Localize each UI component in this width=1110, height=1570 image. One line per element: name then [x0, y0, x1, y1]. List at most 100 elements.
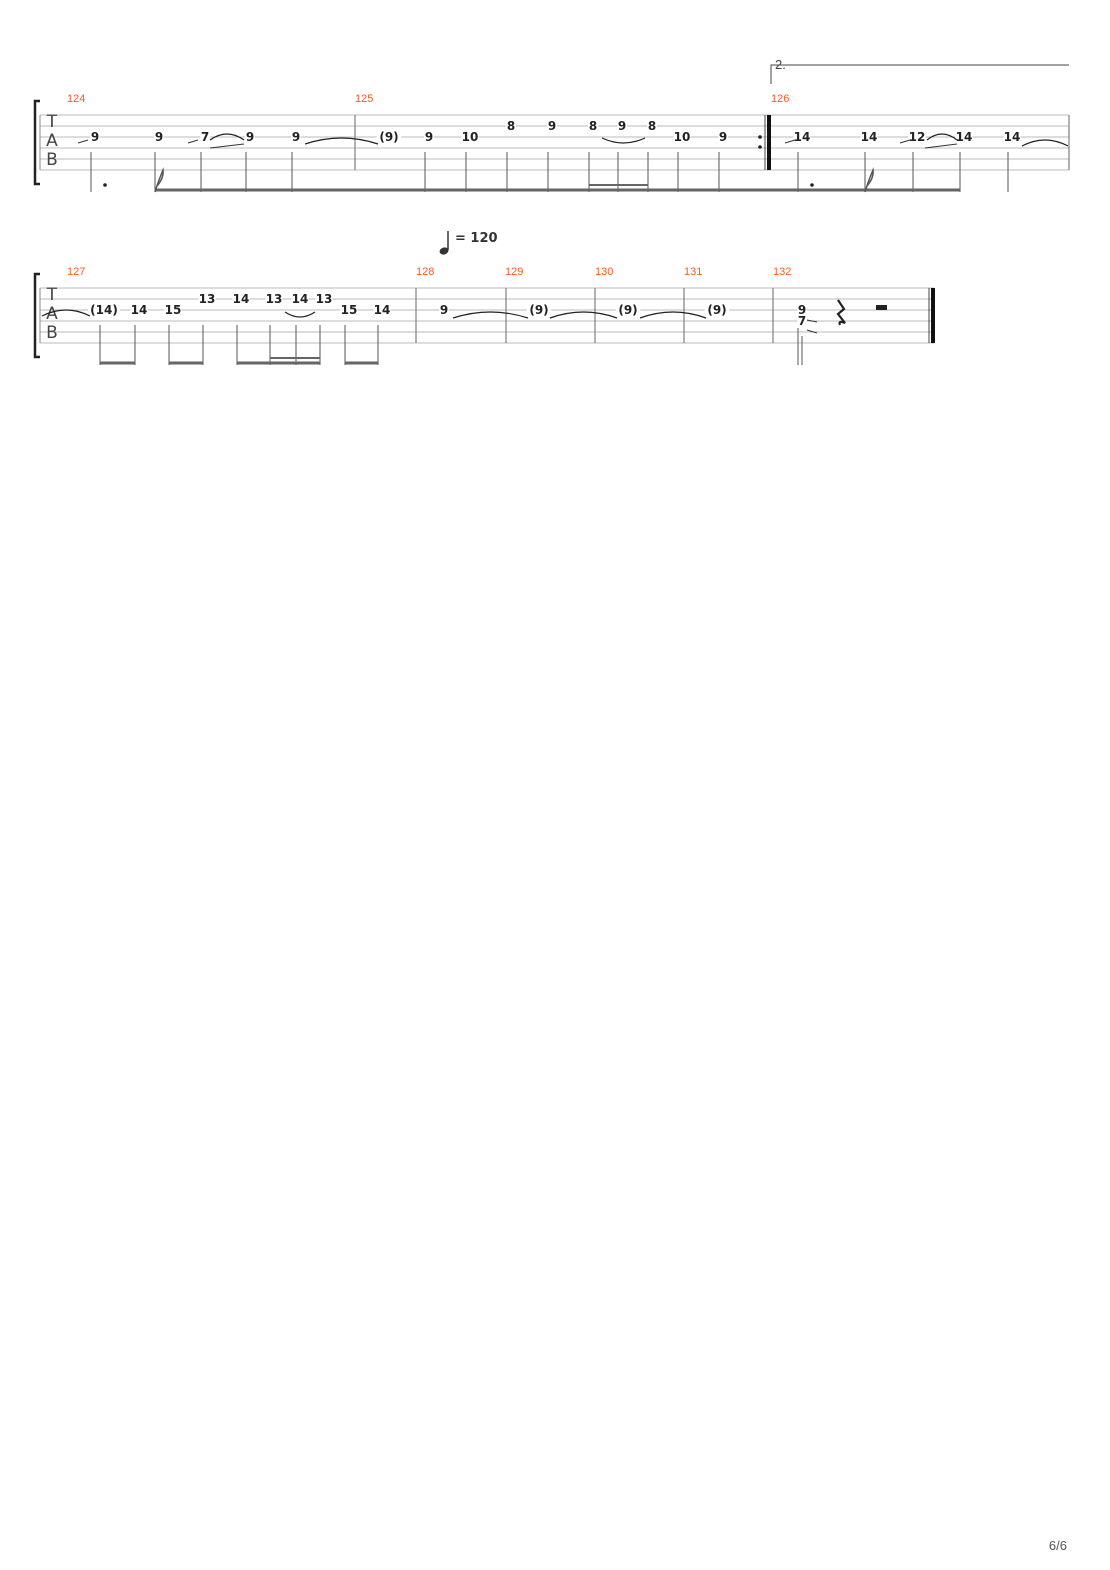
- slur-curve: [209, 133, 245, 141]
- eighth-flag: [864, 167, 874, 193]
- fret-mask: [90, 132, 100, 144]
- fret-mask: [154, 132, 164, 144]
- fret-number: 9: [292, 130, 300, 144]
- fret-number: 9: [440, 303, 448, 317]
- fret-number: 14: [131, 303, 148, 317]
- tab-clef-letter: B: [46, 323, 58, 343]
- tempo-text: = 120: [455, 231, 498, 246]
- volta-bracket: [770, 64, 1069, 84]
- repeat-dot: [758, 145, 762, 149]
- fret-mask: [88, 305, 120, 317]
- fret-number: 9: [798, 303, 806, 317]
- fret-mask: [424, 132, 434, 144]
- slide-out: [806, 329, 818, 334]
- fret-number: (9): [618, 303, 637, 317]
- bar-number: 128: [416, 266, 434, 278]
- fret-mask: [647, 121, 657, 133]
- tab-clef-letter: T: [46, 285, 58, 305]
- fret-mask: [291, 132, 301, 144]
- fret-mask: [376, 132, 402, 144]
- fret-mask: [373, 305, 391, 317]
- slide-line: [209, 143, 245, 149]
- fret-mask: [200, 132, 210, 144]
- slur-curve: [284, 311, 316, 318]
- fret-number: (9): [529, 303, 548, 317]
- fret-mask: [164, 305, 182, 317]
- fret-number: (9): [707, 303, 726, 317]
- tie-curve: [41, 309, 91, 317]
- fret-number: 9: [246, 130, 254, 144]
- half-rest-icon: [876, 305, 887, 310]
- volta-label: 2.: [775, 57, 786, 72]
- fret-number: 9: [155, 130, 163, 144]
- fret-number: 14: [374, 303, 391, 317]
- fret-number: 14: [1004, 130, 1021, 144]
- fret-mask: [588, 121, 598, 133]
- bar-number: 127: [67, 266, 85, 278]
- fret-mask: [340, 305, 358, 317]
- fret-number: 7: [201, 130, 209, 144]
- eighth-flag: [154, 167, 164, 193]
- fret-mask: [461, 132, 479, 144]
- fret-mask: [439, 305, 449, 317]
- fret-mask: [673, 132, 691, 144]
- fret-number: 9: [618, 119, 626, 133]
- fret-mask: [797, 305, 807, 317]
- tab-clef-letter: T: [46, 112, 58, 132]
- fret-mask: [232, 294, 250, 306]
- fret-number: 10: [674, 130, 691, 144]
- fret-mask: [860, 132, 878, 144]
- slide-mark: [187, 139, 199, 144]
- tie-curve: [549, 311, 618, 319]
- fret-mask: [547, 121, 557, 133]
- fret-mask: [506, 121, 516, 133]
- bar-number: 124: [67, 93, 85, 105]
- fret-number: 9: [719, 130, 727, 144]
- fret-number: 7: [798, 314, 806, 328]
- fret-number: 14: [861, 130, 878, 144]
- slide-line: [924, 143, 958, 149]
- page-number: 6/6: [1048, 1538, 1067, 1553]
- fret-mask: [198, 294, 216, 306]
- fret-mask: [1003, 132, 1021, 144]
- bar-number: 130: [595, 266, 613, 278]
- bar-number: 131: [684, 266, 702, 278]
- tie-curve: [1021, 139, 1069, 147]
- fret-number: 8: [507, 119, 515, 133]
- repeat-dot: [758, 135, 762, 139]
- fret-number: (9): [379, 130, 398, 144]
- bar-number: 129: [505, 266, 523, 278]
- rhythm-dot: [810, 183, 814, 187]
- slur-curve: [926, 133, 958, 141]
- fret-number: 15: [165, 303, 182, 317]
- tab-clef-letter: B: [46, 150, 58, 170]
- fret-mask: [704, 305, 730, 317]
- fret-number: 13: [199, 292, 216, 306]
- slide-mark: [77, 139, 89, 144]
- fret-mask: [797, 316, 807, 328]
- fret-mask: [617, 121, 627, 133]
- fret-number: 13: [316, 292, 333, 306]
- system-bracket: [33, 99, 40, 186]
- fret-number: 14: [794, 130, 811, 144]
- fret-number: 10: [462, 130, 479, 144]
- slide-mark: [784, 139, 796, 144]
- bar-number: 126: [771, 93, 789, 105]
- tie-curve: [452, 311, 529, 319]
- tie-curve: [304, 137, 379, 145]
- slide-out: [806, 319, 818, 323]
- quarter-rest-icon: [836, 299, 846, 326]
- fret-mask: [615, 305, 641, 317]
- fret-mask: [265, 294, 283, 306]
- fret-number: 9: [548, 119, 556, 133]
- fret-mask: [955, 132, 973, 144]
- fret-number: 13: [266, 292, 283, 306]
- fret-number: 14: [233, 292, 250, 306]
- system-bracket: [33, 272, 40, 359]
- fret-mask: [130, 305, 148, 317]
- fret-number: 15: [341, 303, 358, 317]
- fret-number: 8: [648, 119, 656, 133]
- fret-number: 9: [91, 130, 99, 144]
- fret-mask: [793, 132, 811, 144]
- fret-number: 8: [589, 119, 597, 133]
